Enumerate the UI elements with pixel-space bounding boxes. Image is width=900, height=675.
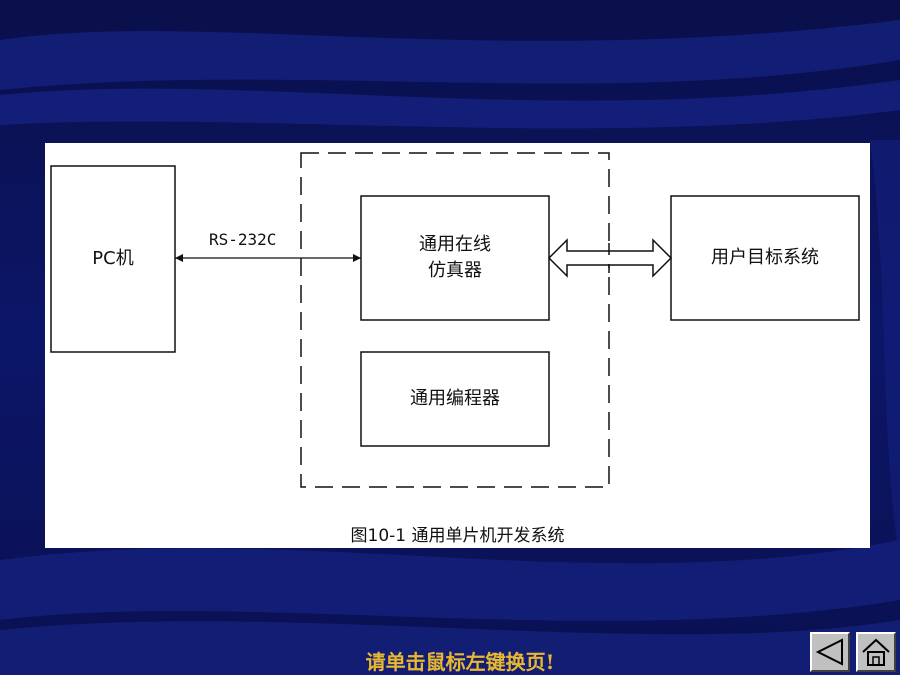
- programmer-label: 通用编程器: [410, 388, 500, 409]
- figure-caption: 图10-1 通用单片机开发系统: [350, 526, 565, 546]
- rs232-arrow-left: [175, 254, 183, 262]
- triangle-left-icon: [815, 638, 843, 666]
- programmer-box: [360, 351, 550, 447]
- home-button[interactable]: [856, 632, 896, 672]
- prev-page-button[interactable]: [810, 632, 850, 672]
- emulator-box: [360, 195, 550, 321]
- dev-system-boundary: [300, 152, 610, 488]
- pc-label: PC机: [92, 248, 134, 269]
- rs232-arrow-right: [353, 254, 361, 262]
- bus-arrow: [547, 238, 673, 278]
- emulator-label: 通用在线 仿真器: [419, 234, 491, 281]
- diagram-lines: [50, 152, 860, 488]
- pc-box: [50, 165, 176, 353]
- home-icon: [862, 638, 890, 666]
- page-turn-hint: 请单击鼠标左键换页!: [365, 650, 555, 674]
- diagram-figure: PC机 通用在线 仿真器 通用编程器 用户目标系统 RS-232C 图10-1 …: [45, 143, 870, 548]
- target-label: 用户目标系统: [711, 247, 819, 268]
- rs232-label: RS-232C: [209, 230, 277, 249]
